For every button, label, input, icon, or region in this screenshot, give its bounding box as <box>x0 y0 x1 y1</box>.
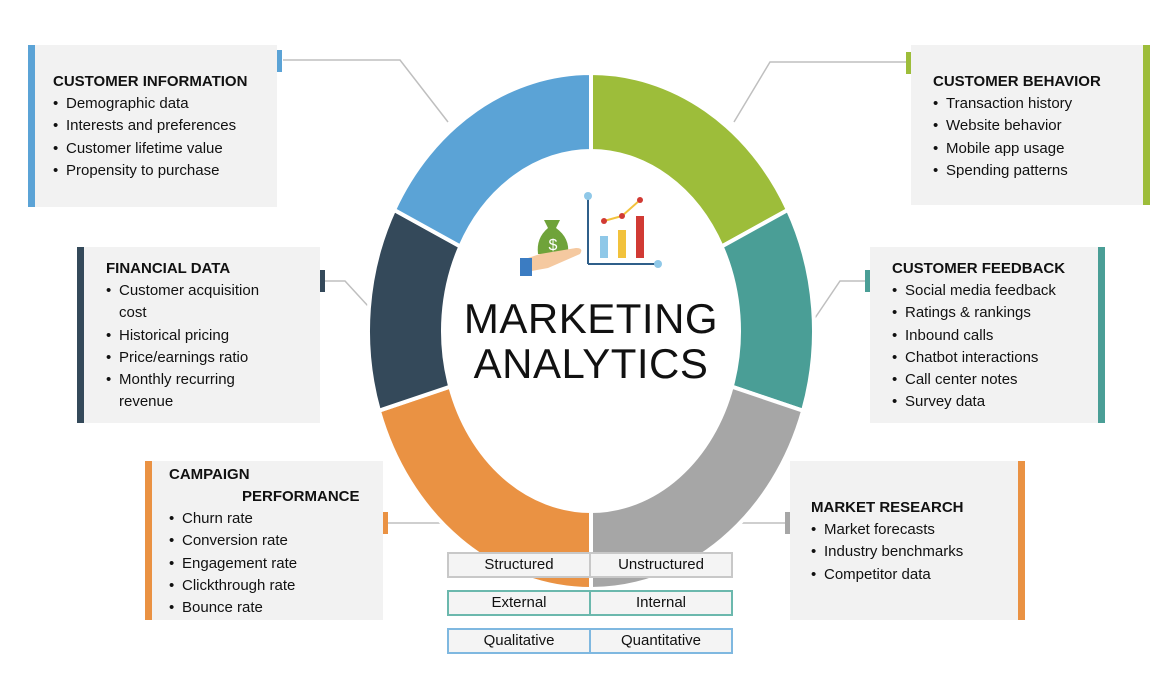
accent-bar <box>145 461 152 620</box>
center-title-line2: ANALYTICS <box>473 340 709 387</box>
list-item: Engagement rate <box>169 553 383 576</box>
box-title: CAMPAIGN <box>169 466 250 483</box>
list-item: Clickthrough rate <box>169 575 383 598</box>
connector-line <box>325 280 369 307</box>
legend-unstructured: Unstructured <box>618 556 704 573</box>
list-item: Transaction history <box>933 93 1150 116</box>
list-item: Customer lifetime value <box>53 138 277 161</box>
connector-line <box>283 59 449 123</box>
list-item: Demographic data <box>53 93 277 116</box>
list-item: Bounce rate <box>169 597 383 620</box>
legend-row-structure: Structured Unstructured <box>447 552 733 578</box>
list-item: Monthly recurring revenue <box>106 369 254 414</box>
market-research-box: MARKET RESEARCH Market forecasts Industr… <box>785 461 1025 620</box>
legend-row-type: Qualitative Quantitative <box>447 628 733 654</box>
list-item: Industry benchmarks <box>811 541 1025 564</box>
box-title: CUSTOMER INFORMATION <box>53 73 248 90</box>
list-item: Ratings & rankings <box>892 302 1105 325</box>
list-item: Mobile app usage <box>933 138 1150 161</box>
list-item: Call center notes <box>892 369 1105 392</box>
box-title: CUSTOMER BEHAVIOR <box>933 73 1101 90</box>
legend-row-source: External Internal <box>447 590 733 616</box>
list-item: Survey data <box>892 391 1105 414</box>
customer-information-box: CUSTOMER INFORMATION Demographic data In… <box>28 45 282 207</box>
box-title: MARKET RESEARCH <box>811 499 964 516</box>
list-item: Social media feedback <box>892 280 1105 303</box>
ring-segment-customer-information <box>391 70 593 250</box>
box-title: FINANCIAL DATA <box>106 260 231 277</box>
connector-line <box>814 280 865 319</box>
connector-tick <box>277 50 282 72</box>
list-item: Competitor data <box>811 564 1025 587</box>
customer-feedback-box: CUSTOMER FEEDBACK Social media feedback … <box>865 247 1105 423</box>
legend-internal: Internal <box>635 594 687 611</box>
money-bag-chart-icon: $ <box>520 192 662 276</box>
list-item: Spending patterns <box>933 160 1150 183</box>
list-item: Historical pricing <box>106 325 286 348</box>
svg-text:$: $ <box>549 237 558 254</box>
list-item: Chatbot interactions <box>892 347 1105 370</box>
connector-line <box>733 61 907 123</box>
center-title-line1: MARKETING <box>463 295 719 342</box>
list-item: Conversion rate <box>169 530 383 553</box>
connector-tick <box>865 270 870 292</box>
campaign-performance-box: CAMPAIGN PERFORMANCE Churn rate Conversi… <box>145 461 388 620</box>
customer-behavior-box: CUSTOMER BEHAVIOR Transaction history We… <box>906 45 1150 205</box>
list-item: Interests and preferences <box>53 115 277 138</box>
list-item: Inbound calls <box>892 325 1105 348</box>
list-item: Market forecasts <box>811 519 1025 542</box>
legend-quantitative: Quantitative <box>620 632 702 649</box>
list-item: Website behavior <box>933 115 1150 138</box>
legend-external: External <box>449 592 591 614</box>
legend-qualitative: Qualitative <box>449 630 591 652</box>
connector-tick <box>906 52 911 74</box>
financial-data-box: FINANCIAL DATA Customer acquisition cost… <box>77 247 325 423</box>
legend-structured: Structured <box>449 554 591 576</box>
box-title: PERFORMANCE <box>242 488 360 505</box>
ring-segment-customer-behavior <box>589 70 791 250</box>
connector-tick <box>785 512 790 534</box>
list-item: Price/earnings ratio <box>106 347 286 370</box>
accent-bar <box>28 45 35 207</box>
connector-tick <box>383 512 388 534</box>
list-item: Customer acquisition cost <box>106 280 286 325</box>
accent-bar <box>77 247 84 423</box>
list-item: Propensity to purchase <box>53 160 277 183</box>
box-title: CUSTOMER FEEDBACK <box>892 260 1066 277</box>
connector-tick <box>320 270 325 292</box>
list-item: Churn rate <box>169 508 383 531</box>
